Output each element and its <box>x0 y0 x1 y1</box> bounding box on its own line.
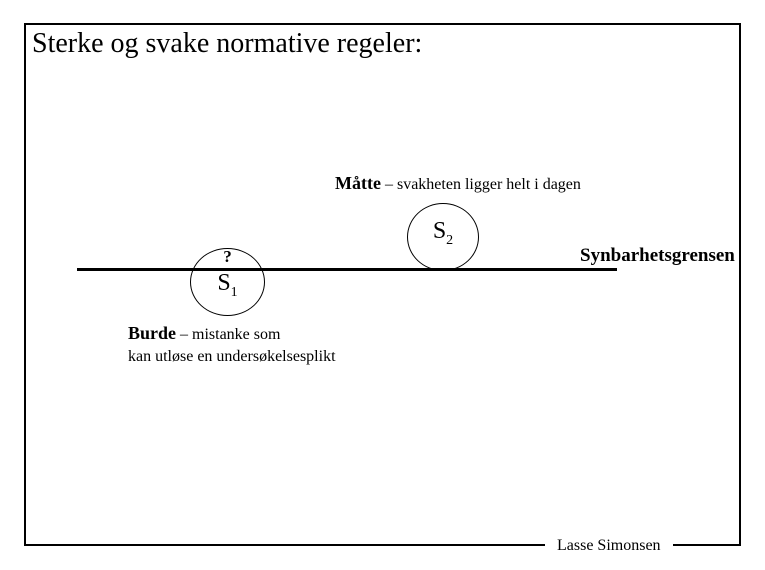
maatte-annotation: Måtte – svakheten ligger helt i dagen <box>335 172 581 196</box>
author-footer: Lasse Simonsen <box>545 536 673 555</box>
s1-question-marker: ? <box>223 247 232 266</box>
s2-label-subscript: 2 <box>446 232 454 248</box>
burde-annotation: Burde – mistanke som kan utløse en under… <box>128 322 336 368</box>
burde-term: Burde <box>128 323 177 343</box>
maatte-description: – svakheten ligger helt i dagen <box>384 176 581 193</box>
s1-label: S1 <box>190 270 265 299</box>
burde-description: – mistanke som <box>180 326 281 343</box>
visibility-threshold-line <box>77 268 617 271</box>
maatte-term: Måtte <box>335 173 381 193</box>
burde-line1: Burde – mistanke som <box>128 322 336 346</box>
s1-label-base: S <box>217 270 231 296</box>
s2-label-base: S <box>432 218 447 244</box>
slide-frame <box>24 23 741 546</box>
s1-label-subscript: 1 <box>230 284 238 300</box>
threshold-label: Synbarhetsgrensen <box>580 245 735 266</box>
burde-line2: kan utløse en undersøkelsesplikt <box>128 348 336 365</box>
s2-label: S2 <box>407 218 479 247</box>
slide-title: Sterke og svake normative regeler: <box>32 28 423 59</box>
s1-circle <box>190 248 265 316</box>
